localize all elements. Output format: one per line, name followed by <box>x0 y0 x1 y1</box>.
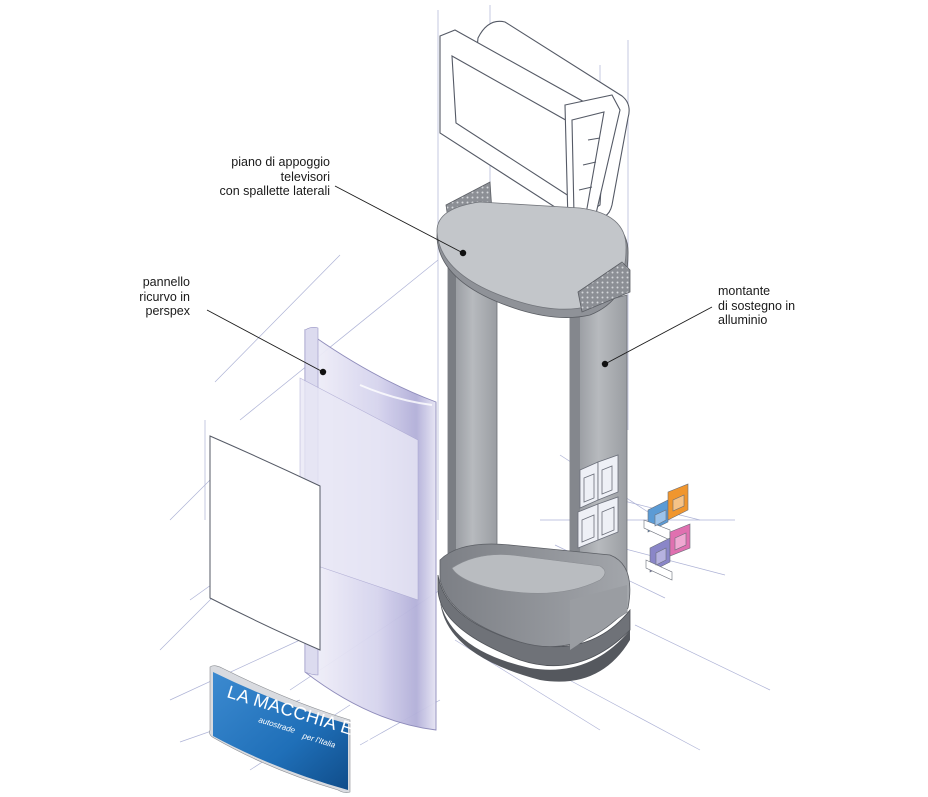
leader-dots <box>319 249 609 376</box>
label-tv-shelf: piano di appoggio televisori con spallet… <box>219 155 330 198</box>
upright-post-left <box>447 260 498 581</box>
tv-shelf <box>436 181 631 318</box>
label-upright: montante di sostegno in alluminio <box>718 284 796 327</box>
brochure-pockets-colored <box>643 483 691 581</box>
side-guard-right <box>577 261 631 313</box>
brochure-holders-clear <box>577 454 619 549</box>
leader-lines <box>206 185 713 373</box>
label-curved-panel: pannello ricurvo in perspex <box>139 275 190 318</box>
curved-perspex-panel <box>299 327 437 731</box>
post-foot <box>570 585 627 650</box>
white-graphic-sheet <box>209 435 321 651</box>
tv-monitors <box>439 20 630 223</box>
